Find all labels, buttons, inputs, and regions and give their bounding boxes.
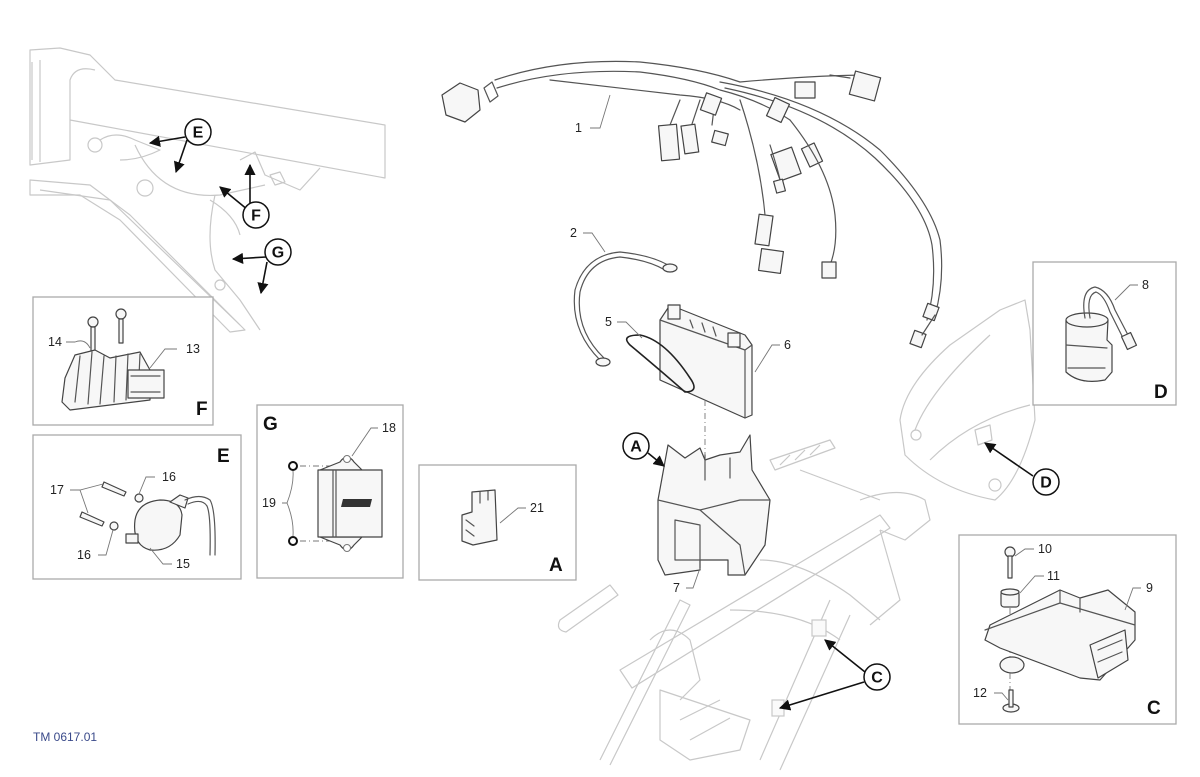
reference-marker-f: F [219, 163, 270, 229]
reference-letter-e: E [193, 125, 204, 142]
callout-2: 2 [570, 226, 577, 240]
callout-15: 15 [176, 557, 190, 571]
callout-5: 5 [605, 315, 612, 329]
callout-8: 8 [1142, 278, 1149, 292]
callout-9: 9 [1146, 581, 1153, 595]
ignition-coil-icon [125, 494, 216, 556]
screw-icon [79, 481, 127, 527]
detail-panel-a: 21 A [418, 464, 577, 581]
washer-icon [109, 493, 144, 531]
reference-letter-g: G [272, 245, 284, 262]
callout-18: 18 [382, 421, 396, 435]
panel-letter-a: A [549, 555, 563, 576]
reference-marker-c: C [778, 639, 891, 711]
callout-17: 17 [50, 483, 64, 497]
bolt-icon [1004, 546, 1016, 579]
screw-icon [1002, 689, 1020, 713]
grommet-icon [1000, 588, 1020, 608]
reference-letter-d: D [1040, 475, 1052, 492]
reference-letter-c: C [871, 670, 883, 687]
callout-7: 7 [673, 581, 680, 595]
reference-marker-g: G [231, 238, 292, 295]
callout-11: 11 [1047, 569, 1060, 583]
callout-12: 12 [973, 686, 987, 700]
detail-panel-g: 18 19 G [256, 404, 404, 579]
callout-6: 6 [784, 338, 791, 352]
detail-panel-e: 17 16 16 15 E [32, 434, 242, 580]
detail-panel-c: 10 11 9 12 C [958, 534, 1177, 725]
rear-fender-view [899, 299, 1036, 501]
frame-headstock-view [29, 47, 386, 333]
panel-letter-e: E [217, 446, 230, 467]
bolt-icon [87, 308, 127, 352]
callout-1: 1 [575, 121, 582, 135]
battery-cable-icon [573, 251, 678, 367]
callout-10: 10 [1038, 542, 1052, 556]
callout-21: 21 [530, 501, 544, 515]
detail-panel-f: 14 13 F [32, 296, 214, 426]
ecu-module-icon [984, 589, 1136, 681]
battery-tray-icon [657, 434, 771, 576]
battery-icon [659, 304, 753, 419]
relay-module-icon [317, 455, 383, 552]
callout-19: 19 [262, 496, 276, 510]
callout-14: 14 [48, 335, 62, 349]
panel-letter-f: F [196, 399, 208, 420]
reference-marker-e: E [148, 118, 212, 174]
battery-strap-icon [625, 334, 695, 393]
panel-letter-g: G [263, 414, 278, 435]
callout-16-lower: 16 [77, 548, 91, 562]
sensor-icon [1065, 286, 1138, 382]
frame-rear-view [557, 439, 931, 771]
callout-13: 13 [186, 342, 200, 356]
panel-letter-c: C [1147, 698, 1161, 719]
detail-panel-d: 8 D [1032, 261, 1177, 406]
wiring-harness-icon [441, 60, 943, 349]
reference-letter-f: F [251, 208, 261, 225]
document-code: TM 0617.01 [33, 730, 97, 744]
voltage-regulator-icon [61, 349, 165, 411]
reference-marker-d: D [984, 442, 1060, 496]
connector-icon [461, 489, 498, 546]
callout-16-upper: 16 [162, 470, 176, 484]
panel-letter-d: D [1154, 382, 1168, 403]
reference-letter-a: A [630, 439, 642, 456]
reference-marker-a: A [622, 432, 665, 467]
